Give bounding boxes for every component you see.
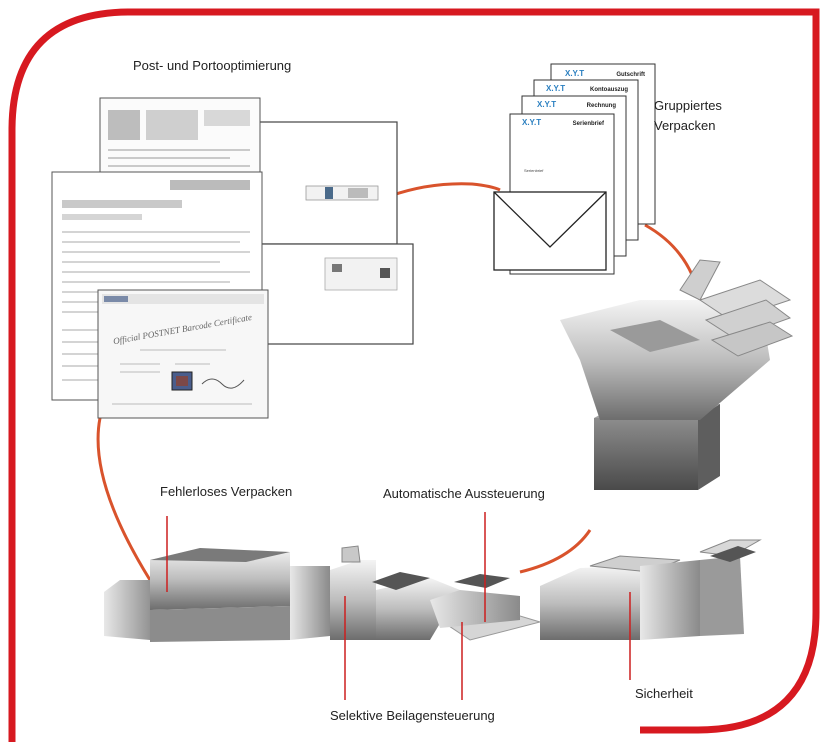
envelope-icon xyxy=(493,191,607,271)
svg-text:Kontoauszug: Kontoauszug xyxy=(590,87,628,93)
connector-line-to-inserter xyxy=(519,529,592,574)
grouped-documents: X.Y.T Gutschrift X.Y.T Kontoauszug X.Y.T… xyxy=(493,63,656,275)
document-stack: Official POSTNET Barcode Certificate xyxy=(51,97,414,419)
label-postage-optimization: Post- und Portooptimierung xyxy=(133,58,292,73)
svg-text:X.Y.T: X.Y.T xyxy=(546,84,565,93)
production-line xyxy=(104,539,762,642)
svg-text:X.Y.T: X.Y.T xyxy=(537,100,556,109)
label-grouped-packing-line1: Gruppiertes xyxy=(654,98,722,113)
inserter-tower xyxy=(560,259,794,490)
svg-text:X.Y.T: X.Y.T xyxy=(565,69,584,78)
label-selective-inserts: Selektive Beilagensteuerung xyxy=(330,708,495,723)
connector-docs-to-grouped xyxy=(389,182,501,198)
label-automatic-output: Automatische Aussteuerung xyxy=(383,486,545,501)
label-error-free-packing: Fehlerloses Verpacken xyxy=(160,484,293,499)
svg-text:X.Y.T: X.Y.T xyxy=(522,118,541,127)
connector-docs-to-line xyxy=(96,417,152,581)
red-frame xyxy=(8,8,820,742)
svg-text:Serienbrief: Serienbrief xyxy=(573,121,605,127)
label-security: Sicherheit xyxy=(635,686,693,701)
svg-text:Rechnung: Rechnung xyxy=(587,103,617,109)
label-grouped-packing-line2: Verpacken xyxy=(654,118,716,133)
svg-text:Gutschrift: Gutschrift xyxy=(616,72,645,78)
svg-text:Serienbrief: Serienbrief xyxy=(524,168,544,173)
